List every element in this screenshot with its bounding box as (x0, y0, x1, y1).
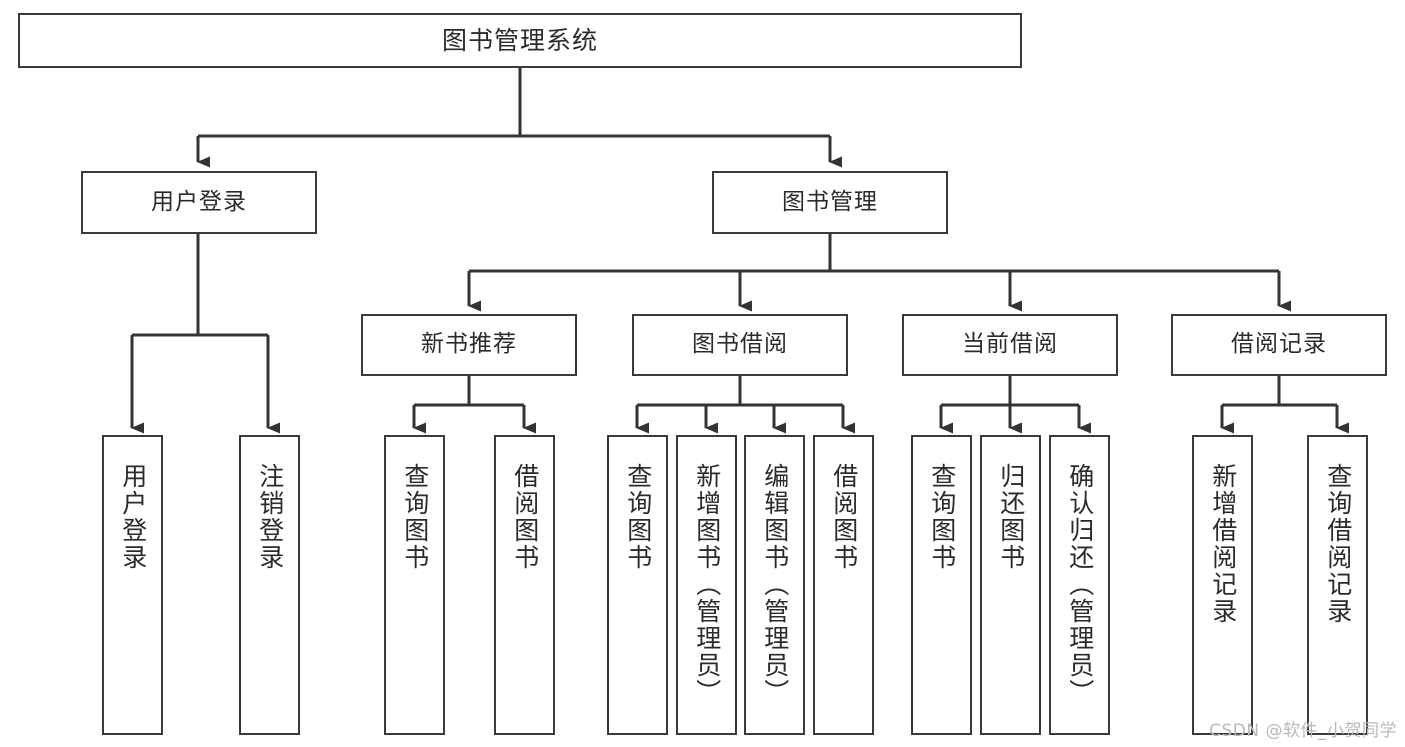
node-label: 归还图书 (996, 463, 1026, 571)
node-leaf-borrow-book[interactable]: 借阅图书 (813, 435, 874, 735)
node-label: 编辑图书（管理员） (760, 463, 790, 706)
node-user-login[interactable]: 用户登录 (81, 171, 317, 234)
node-label: 图书借阅 (692, 331, 788, 358)
node-leaf-query-book-current[interactable]: 查询图书 (911, 435, 972, 735)
node-label: 查询图书 (927, 463, 957, 571)
node-label: 注销登录 (255, 463, 285, 571)
node-leaf-confirm-return[interactable]: 确认归还（管理员） (1049, 435, 1110, 735)
node-label: 新书推荐 (421, 331, 517, 358)
node-label: 借阅记录 (1231, 331, 1327, 358)
node-root-system[interactable]: 图书管理系统 (18, 13, 1022, 68)
node-leaf-add-borrow-record[interactable]: 新增借阅记录 (1192, 435, 1253, 735)
node-label: 用户登录 (151, 188, 247, 215)
node-leaf-borrow-book-recommend[interactable]: 借阅图书 (494, 435, 555, 735)
node-leaf-edit-book[interactable]: 编辑图书（管理员） (744, 435, 805, 735)
node-label: 新增图书（管理员） (692, 463, 722, 706)
node-leaf-add-book[interactable]: 新增图书（管理员） (676, 435, 737, 735)
node-new-book-recommend[interactable]: 新书推荐 (361, 314, 577, 376)
node-current-borrow[interactable]: 当前借阅 (902, 314, 1118, 376)
node-label: 借阅图书 (829, 463, 859, 571)
node-label: 查询图书 (400, 463, 430, 571)
node-label: 当前借阅 (962, 331, 1058, 358)
node-leaf-logout[interactable]: 注销登录 (239, 435, 300, 735)
node-book-borrow[interactable]: 图书借阅 (632, 314, 848, 376)
node-leaf-query-book-recommend[interactable]: 查询图书 (384, 435, 445, 735)
node-leaf-query-book-borrow[interactable]: 查询图书 (607, 435, 668, 735)
node-label: 查询借阅记录 (1323, 463, 1353, 625)
node-label: 借阅图书 (510, 463, 540, 571)
node-label: 用户登录 (118, 463, 148, 571)
node-borrow-record[interactable]: 借阅记录 (1171, 314, 1387, 376)
node-leaf-user-login[interactable]: 用户登录 (102, 435, 163, 735)
watermark-text: CSDN @软件_小贺同学 (1209, 721, 1397, 741)
node-label: 图书管理 (782, 188, 878, 215)
node-label: 查询图书 (623, 463, 653, 571)
node-label: 新增借阅记录 (1208, 463, 1238, 625)
node-leaf-query-borrow-record[interactable]: 查询借阅记录 (1307, 435, 1368, 735)
node-book-manage[interactable]: 图书管理 (712, 171, 948, 234)
node-leaf-return-book[interactable]: 归还图书 (980, 435, 1041, 735)
node-label: 确认归还（管理员） (1065, 463, 1095, 706)
node-label: 图书管理系统 (441, 25, 598, 55)
